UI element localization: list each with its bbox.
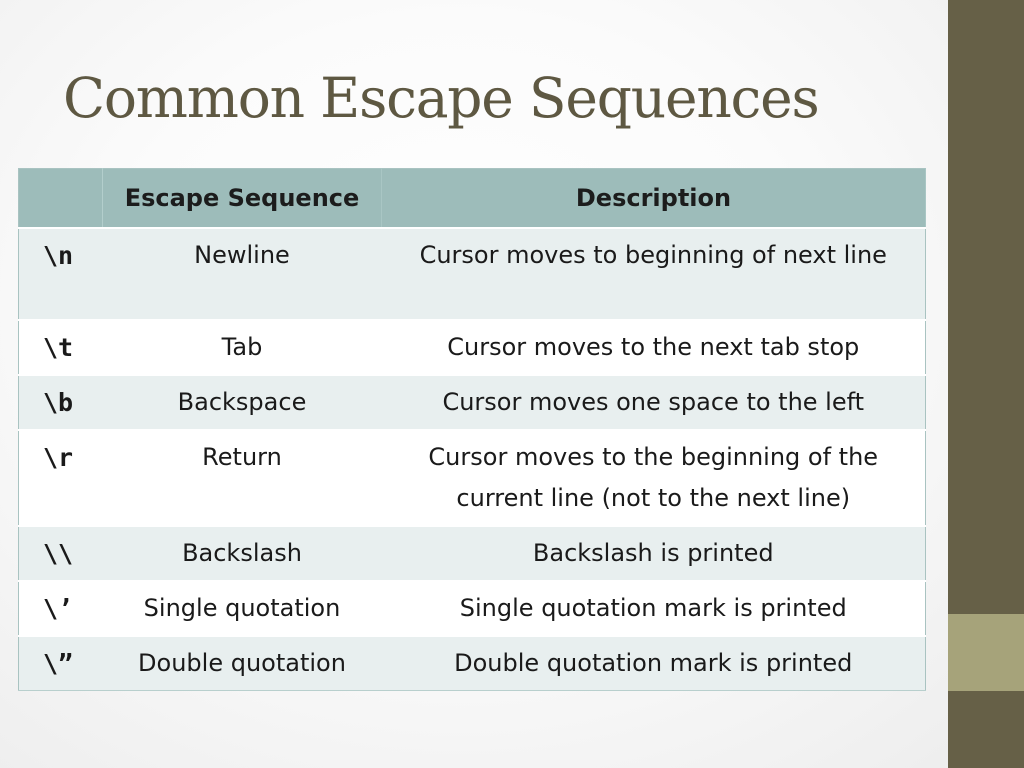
table-row: \” Double quotation Double quotation mar… (18, 635, 926, 691)
name-cell: Return (102, 429, 382, 527)
header-code (18, 168, 103, 228)
code-cell: \” (18, 635, 103, 691)
description-cell: Cursor moves to the beginning of the cur… (381, 429, 926, 527)
escape-sequence-table-container: Escape Sequence Description \n Newline C… (18, 168, 926, 691)
name-cell: Backspace (102, 374, 382, 431)
table-row: \b Backspace Cursor moves one space to t… (18, 374, 926, 431)
code-cell: \’ (18, 580, 103, 637)
code-cell: \t (18, 319, 103, 376)
description-cell: Single quotation mark is printed (381, 580, 926, 637)
name-cell: Single quotation (102, 580, 382, 637)
description-cell: Backslash is printed (381, 525, 926, 582)
table-row: \t Tab Cursor moves to the next tab stop (18, 319, 926, 376)
description-cell: Cursor moves to beginning of next line (381, 227, 926, 321)
code-cell: \r (18, 429, 103, 527)
code-cell: \\ (18, 525, 103, 582)
table-header-row: Escape Sequence Description (18, 168, 926, 228)
name-cell: Tab (102, 319, 382, 376)
escape-sequence-table: Escape Sequence Description \n Newline C… (18, 168, 926, 691)
description-cell: Double quotation mark is printed (381, 635, 926, 691)
table-row: \\ Backslash Backslash is printed (18, 525, 926, 582)
code-cell: \n (18, 227, 103, 321)
table-row: \’ Single quotation Single quotation mar… (18, 580, 926, 637)
description-cell: Cursor moves one space to the left (381, 374, 926, 431)
description-cell: Cursor moves to the next tab stop (381, 319, 926, 376)
header-description: Description (381, 168, 926, 228)
name-cell: Newline (102, 227, 382, 321)
table-row: \n Newline Cursor moves to beginning of … (18, 227, 926, 321)
name-cell: Backslash (102, 525, 382, 582)
name-cell: Double quotation (102, 635, 382, 691)
code-cell: \b (18, 374, 103, 431)
slide-title: Common Escape Sequences (63, 66, 820, 130)
header-escape-sequence: Escape Sequence (102, 168, 382, 228)
sidebar-accent-block (948, 614, 1024, 691)
table-row: \r Return Cursor moves to the beginning … (18, 429, 926, 527)
